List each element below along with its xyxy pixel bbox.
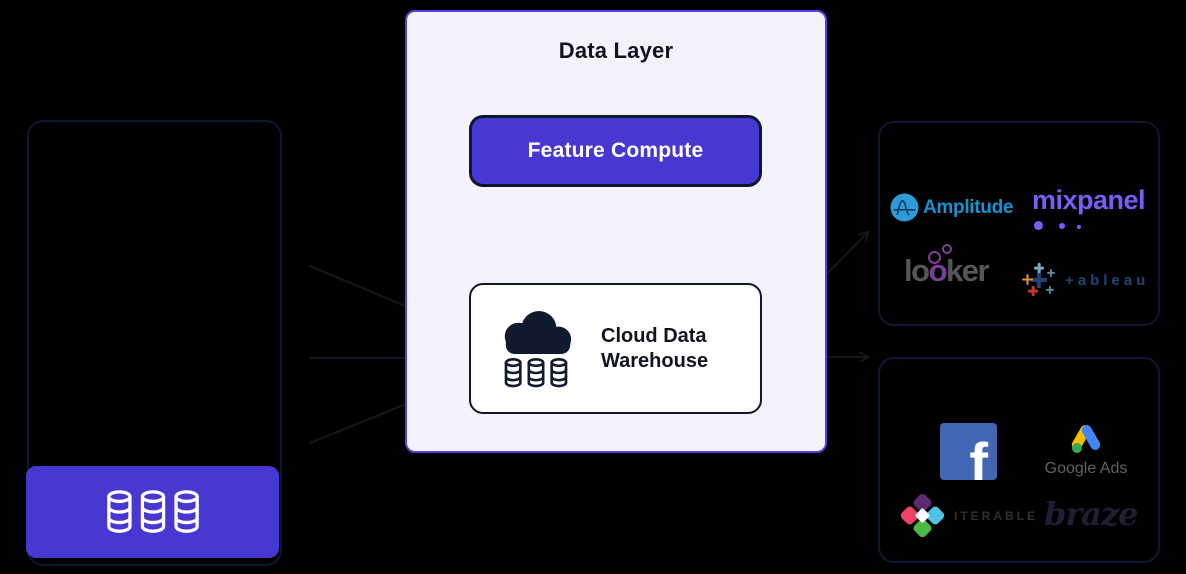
data-layer-card: Data Layer Feature Compute — [405, 10, 827, 453]
looker-bubble-small — [942, 244, 952, 254]
mixpanel-dot-medium — [1059, 223, 1065, 229]
database-cylinders-icon — [106, 490, 199, 533]
looker-bubble-medium — [928, 251, 941, 264]
feature-compute-label: Feature Compute — [527, 139, 704, 162]
mixpanel-dot-small — [1077, 225, 1081, 229]
iterable-logo: ITERABLE — [899, 492, 1038, 539]
amplitude-logo: Amplitude — [890, 193, 1013, 222]
braze-logo: braze — [1044, 495, 1138, 533]
tableau-icon — [1022, 263, 1056, 297]
google-ads-logo: Google Ads — [1028, 423, 1144, 478]
data-sources-panel — [27, 120, 282, 566]
analytics-tools-card: Amplitude mixpanel looker +ableau — [878, 121, 1160, 326]
iterable-wordmark: ITERABLE — [954, 508, 1038, 523]
looker-wordmark-part1: lo — [904, 253, 930, 288]
looker-wordmark-part2: ker — [946, 253, 990, 288]
iterable-icon — [899, 492, 946, 539]
facebook-logo: f — [940, 423, 997, 480]
cloud-warehouse-label-line2: Warehouse — [601, 349, 709, 372]
cloud-data-warehouse-box: Cloud Data Warehouse — [469, 283, 762, 414]
mixpanel-dot-large — [1034, 221, 1043, 230]
data-layer-title: Data Layer — [558, 38, 674, 63]
cloud-warehouse-label: Cloud Data Warehouse — [601, 324, 708, 373]
cloud-warehouse-label-line1: Cloud Data — [601, 325, 707, 348]
google-ads-icon — [1069, 423, 1103, 454]
feature-compute-box: Feature Compute — [469, 115, 762, 187]
cloud-icon — [504, 311, 572, 354]
source-database-box — [26, 466, 279, 558]
amplitude-wordmark: Amplitude — [923, 196, 1014, 218]
mixpanel-logo: mixpanel — [1032, 185, 1146, 230]
database-cylinders-icon — [504, 358, 568, 388]
google-ads-wordmark: Google Ads — [1044, 460, 1128, 477]
tableau-logo: +ableau — [1022, 263, 1149, 297]
marketing-tools-card: f Google Ads ITERABLE braze — [878, 357, 1160, 563]
facebook-f: f — [969, 431, 988, 480]
amplitude-icon — [890, 193, 919, 222]
mixpanel-wordmark: mixpanel — [1032, 185, 1146, 215]
looker-logo: looker — [904, 244, 990, 289]
tableau-wordmark: +ableau — [1065, 271, 1150, 289]
